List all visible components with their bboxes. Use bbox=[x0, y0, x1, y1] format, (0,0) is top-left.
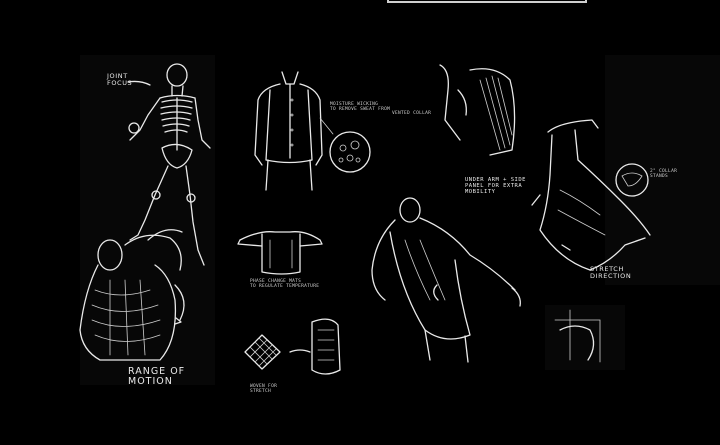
stretch-direction-label: STRETCH DIRECTION bbox=[590, 265, 632, 280]
raised-arm-back-sketch bbox=[531, 119, 651, 271]
moisture-wicking-label: MOISTURE WICKING TO REMOVE SWEAT FROM bbox=[330, 102, 391, 112]
skeleton-figure bbox=[127, 63, 211, 266]
shirt-front-sketch bbox=[254, 71, 371, 191]
knit-pattern-sketch bbox=[244, 318, 341, 375]
range-of-motion-label: RANGE OF MOTION bbox=[128, 366, 186, 387]
muscle-back-figure bbox=[79, 229, 185, 361]
shirt-back-sketch bbox=[237, 231, 323, 275]
collar-detail-sketch bbox=[439, 64, 516, 156]
jacket-figure-sketch bbox=[371, 197, 521, 363]
collar-note-label: 2" COLLAR STANDS bbox=[650, 169, 678, 179]
corner-detail-sketch bbox=[554, 309, 601, 363]
sketch-panel-bottom-right bbox=[545, 305, 625, 370]
phase-change-label: PHASE CHANGE MATS TO REGULATE TEMPERATUR… bbox=[250, 279, 320, 289]
under-arm-label: UNDER ARM + SIDE PANEL FOR EXTRA MOBILIT… bbox=[465, 177, 526, 195]
joint-focus-label: JOINT FOCUS bbox=[107, 72, 133, 87]
vented-collar-label: VENTED COLLAR bbox=[392, 111, 432, 116]
top-frame-edge bbox=[387, 0, 587, 3]
woven-note-label: WOVEN FOR STRETCH bbox=[250, 384, 278, 394]
